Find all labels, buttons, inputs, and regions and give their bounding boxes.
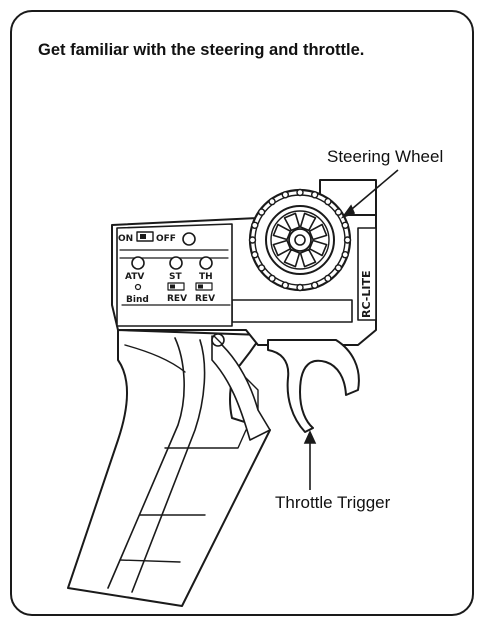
wheel-grip-bump [257, 264, 266, 272]
throttle-trigger-part[interactable] [267, 339, 360, 433]
st-rev-label: REV [167, 294, 187, 304]
diagram-frame [10, 10, 474, 616]
atv-knob[interactable] [131, 256, 145, 270]
wheel-grip-bump [311, 281, 319, 289]
st-rev-switch[interactable] [167, 282, 185, 291]
power-led [182, 232, 196, 246]
steering-wheel[interactable] [248, 188, 352, 292]
wheel-grip-bump [341, 221, 349, 230]
control-panel [116, 223, 233, 327]
wheel-grip-bump [268, 197, 276, 206]
steering-wheel-callout: Steering Wheel [327, 147, 444, 166]
wheel-grip-bump [281, 191, 289, 199]
wheel-grip-bump [334, 264, 343, 272]
bind-label: Bind [126, 295, 149, 305]
wheel-grip-bump [296, 188, 304, 197]
st-trim-knob[interactable] [169, 256, 183, 270]
th-label: TH [199, 272, 213, 282]
diagram-heading: Get familiar with the steering and throt… [38, 41, 365, 59]
bind-button[interactable] [134, 283, 142, 291]
wheel-spoke-slot [272, 239, 292, 257]
wheel-grip-bump [334, 208, 343, 216]
side-plate [357, 227, 377, 321]
wheel-grip-bump [296, 283, 304, 292]
body-screw [211, 333, 225, 347]
wheel-spoke-slot [283, 248, 301, 268]
wheel-spoke-slot [308, 239, 328, 257]
wheel-grip-bump [268, 274, 276, 283]
wheel-spoke-slot [308, 223, 328, 241]
wheel-grip-bump [251, 250, 259, 259]
power-on-label: ON [118, 234, 133, 244]
th-rev-label: REV [195, 294, 215, 304]
wheel-grip-bump [281, 281, 289, 289]
wheel-spoke-slot [283, 212, 301, 232]
throttle-trigger-arrowhead [303, 430, 317, 444]
th-rev-switch[interactable] [195, 282, 213, 291]
wheel-grip-bump [343, 236, 352, 244]
throttle-trigger-callout: Throttle Trigger [275, 493, 391, 512]
wheel-grip-bump [324, 274, 332, 283]
steering-wheel-arrowhead [340, 204, 356, 219]
th-trim-knob[interactable] [199, 256, 213, 270]
power-off-label: OFF [156, 234, 176, 244]
brand-mark: RC-LITE [360, 271, 373, 318]
wheel-spoke-slot [299, 212, 317, 232]
wheel-grip-bump [324, 197, 332, 206]
wheel-spoke-slot [272, 223, 292, 241]
transmitter-grip [67, 329, 271, 607]
atv-label: ATV [125, 272, 144, 282]
wheel-grip-bump [311, 191, 319, 199]
wheel-grip-bump [257, 208, 266, 216]
st-label: ST [169, 272, 182, 282]
wheel-grip-bump [251, 221, 259, 230]
steering-wheel-leader [345, 169, 399, 215]
wheel-spoke-slot [299, 248, 317, 268]
wheel-grip-bump [248, 236, 257, 244]
wheel-grip-bump [341, 250, 349, 259]
